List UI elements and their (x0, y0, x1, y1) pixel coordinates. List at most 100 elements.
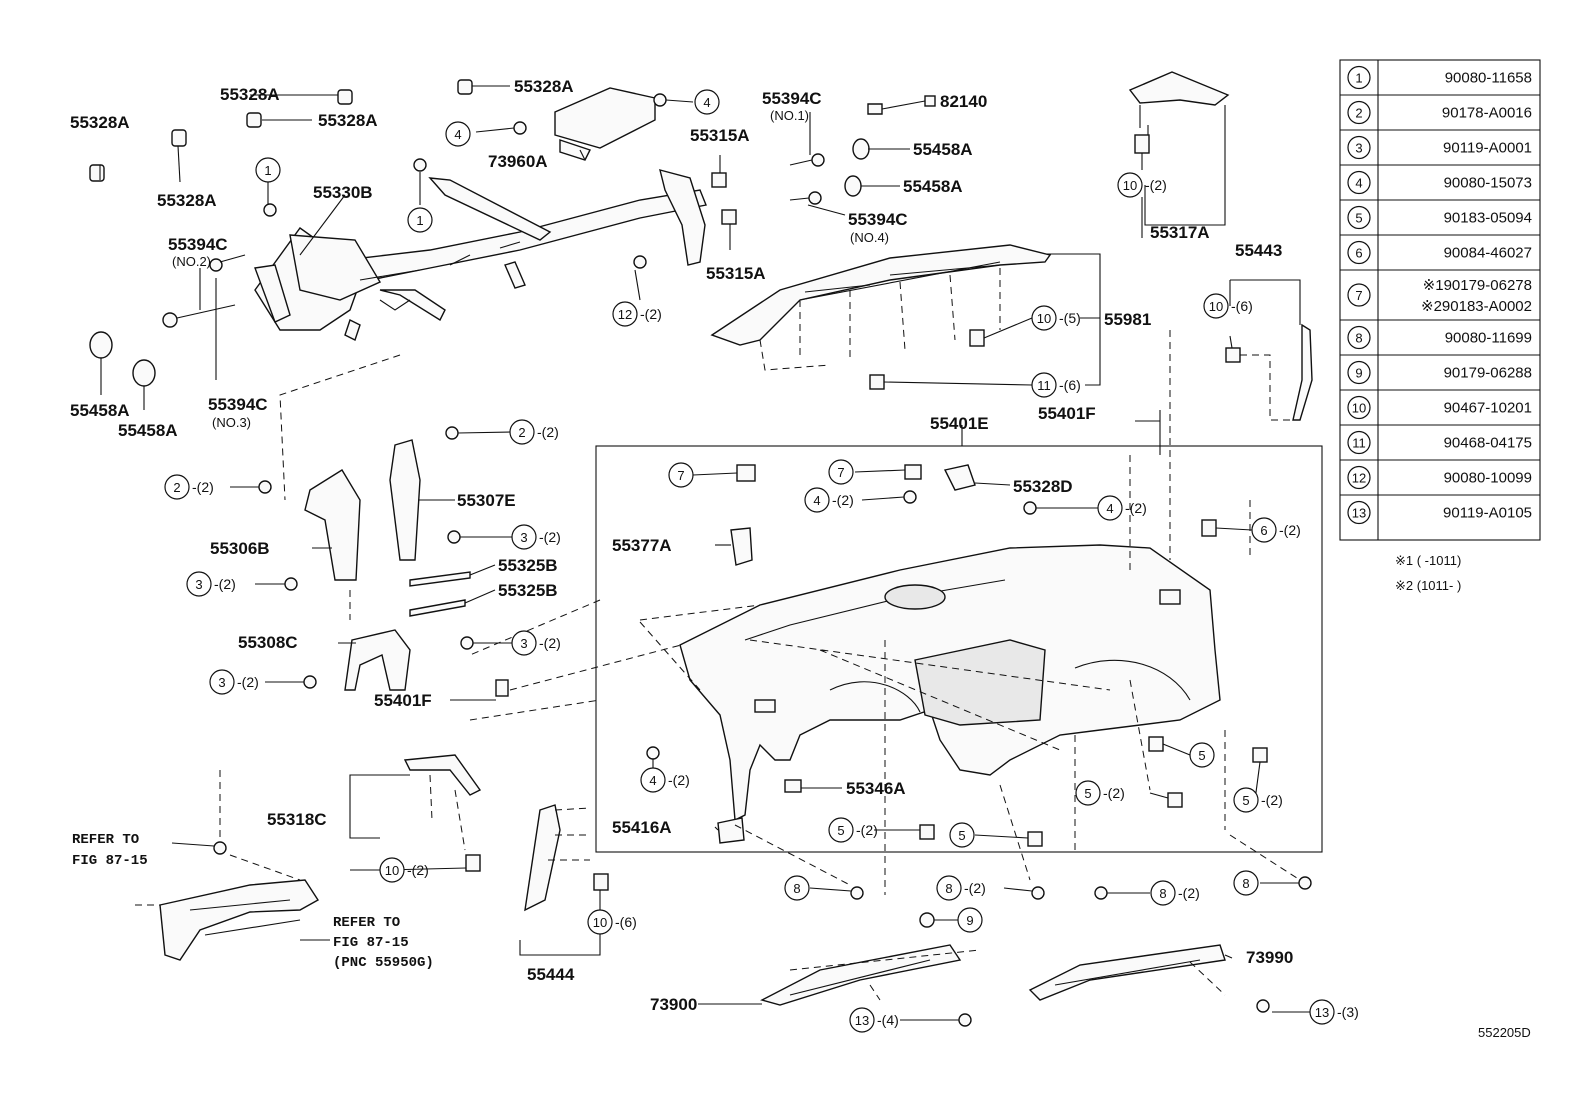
bolt-icons (162, 93, 825, 328)
label-55328A-5: 55328A (514, 77, 574, 96)
parts-table-number: 10 (1352, 401, 1366, 416)
callout-circle (1075, 780, 1101, 806)
callout-c1: 1 (255, 157, 281, 183)
callout-circle (1150, 880, 1176, 906)
parts-table-part-number: 90183-05094 (1444, 210, 1532, 227)
callout-circle (1031, 305, 1057, 331)
clip-55328A-icons (89, 79, 473, 182)
brace-55307E (389, 439, 421, 561)
parts-table-number: 7 (1355, 288, 1362, 303)
callout-circle (164, 474, 190, 500)
defroster-garnish (710, 244, 1052, 346)
callout-number: 5 (1198, 748, 1205, 763)
wire-55325B (409, 571, 471, 587)
parts-table-part-number: 90179-06288 (1444, 365, 1532, 382)
callout-c20: 6-(2) (1251, 517, 1301, 543)
callout-circle (1233, 787, 1259, 813)
figure-code: 552205D (1478, 1025, 1531, 1040)
label-73990: 73990 (1246, 948, 1293, 967)
callout-c16: 7 (668, 462, 694, 488)
parts-table-part-number: 90119-A0001 (1443, 140, 1532, 157)
callout-circle (511, 630, 537, 656)
label-55325B-1: 55325B (498, 556, 558, 575)
callout-quantity: -(2) (214, 576, 236, 592)
label-55328A-2: 55328A (157, 191, 217, 210)
refer-note-2a: REFER TO (333, 915, 400, 931)
parts-table-part-number: 90080-10099 (1444, 470, 1532, 487)
parts-table-frame (1339, 59, 1541, 541)
callout-quantity: -(2) (407, 862, 429, 878)
parts-table-number: 12 (1352, 471, 1366, 486)
label-55401F-1: 55401F (1038, 404, 1096, 423)
callout-quantity: -(2) (640, 306, 662, 322)
callout-circle (1233, 870, 1259, 896)
clip-11 (869, 374, 885, 390)
callout-c31: 9 (957, 907, 983, 933)
callout-number: 4 (703, 95, 710, 110)
bracket-55308C (344, 629, 411, 691)
callout-circle (828, 817, 854, 843)
parts-table-part-number: 90080-11658 (1445, 70, 1532, 87)
callout-c7: 11-(6) (1031, 372, 1081, 398)
label-55444: 55444 (527, 965, 575, 984)
callout-c18: 4-(2) (804, 487, 854, 513)
callout-number: 12 (618, 307, 632, 322)
brace-55306B (304, 469, 361, 581)
parts-table-number: 5 (1355, 211, 1362, 226)
callout-number: 3 (520, 636, 527, 651)
defroster-dashed-lines (759, 268, 1001, 371)
callout-quantity: -(2) (856, 822, 878, 838)
label-73900: 73900 (650, 995, 697, 1014)
panel-55317A (1128, 71, 1230, 106)
callout-circle (407, 207, 433, 233)
callout-quantity: -(3) (1337, 1004, 1359, 1020)
callout-number: 8 (1159, 886, 1166, 901)
callout-number: 6 (1260, 523, 1267, 538)
label-55981: 55981 (1104, 310, 1151, 329)
refer-note-2b: FIG 87-15 (333, 935, 409, 951)
callout-quantity: -(2) (192, 479, 214, 495)
lower-trim-73900 (760, 944, 962, 1006)
callout-circle (509, 419, 535, 445)
label-55416A: 55416A (612, 818, 672, 837)
callout-quantity: -(2) (1261, 792, 1283, 808)
parts-table-part-number: 90080-15073 (1444, 175, 1532, 192)
refer-note-1b: FIG 87-15 (72, 853, 148, 869)
parts-table-part-number: 90080-11699 (1445, 330, 1532, 347)
callout-quantity: -(2) (668, 772, 690, 788)
callout-quantity: -(5) (1059, 310, 1081, 326)
part-labels: 55328A 55328A 55328A 55328A 55328A 55330… (70, 77, 1293, 1014)
clip-10 (969, 329, 985, 347)
label-55328A-3: 55328A (220, 85, 280, 104)
clip-55315A (711, 172, 727, 188)
instrument-panel (679, 544, 1221, 822)
label-55317A: 55317A (1150, 223, 1210, 242)
callout-quantity: -(2) (964, 880, 986, 896)
callout-circle (255, 157, 281, 183)
callout-circle (1189, 742, 1215, 768)
callout-circle (804, 487, 830, 513)
label-55394C-2: 55394C (168, 235, 228, 254)
callout-number: 4 (649, 773, 656, 788)
parts-table-part-number: ※190179-06278 (1423, 277, 1532, 294)
callout-number: 2 (518, 425, 525, 440)
callout-quantity: -(4) (877, 1012, 899, 1028)
parts-table-number: 13 (1352, 506, 1366, 521)
cap-55458A-icons (89, 138, 870, 387)
callout-quantity: -(2) (1178, 885, 1200, 901)
callout-number: 13 (855, 1013, 869, 1028)
cover-55318C (403, 754, 482, 796)
callout-circle (445, 121, 471, 147)
callout-number: 3 (195, 577, 202, 592)
callout-circle (849, 1007, 875, 1033)
panel-small-parts (646, 464, 1268, 847)
callout-c27: 8 (784, 875, 810, 901)
callout-number: 4 (1106, 501, 1113, 516)
bracket-55443 (1292, 323, 1313, 421)
callout-circle (379, 857, 405, 883)
